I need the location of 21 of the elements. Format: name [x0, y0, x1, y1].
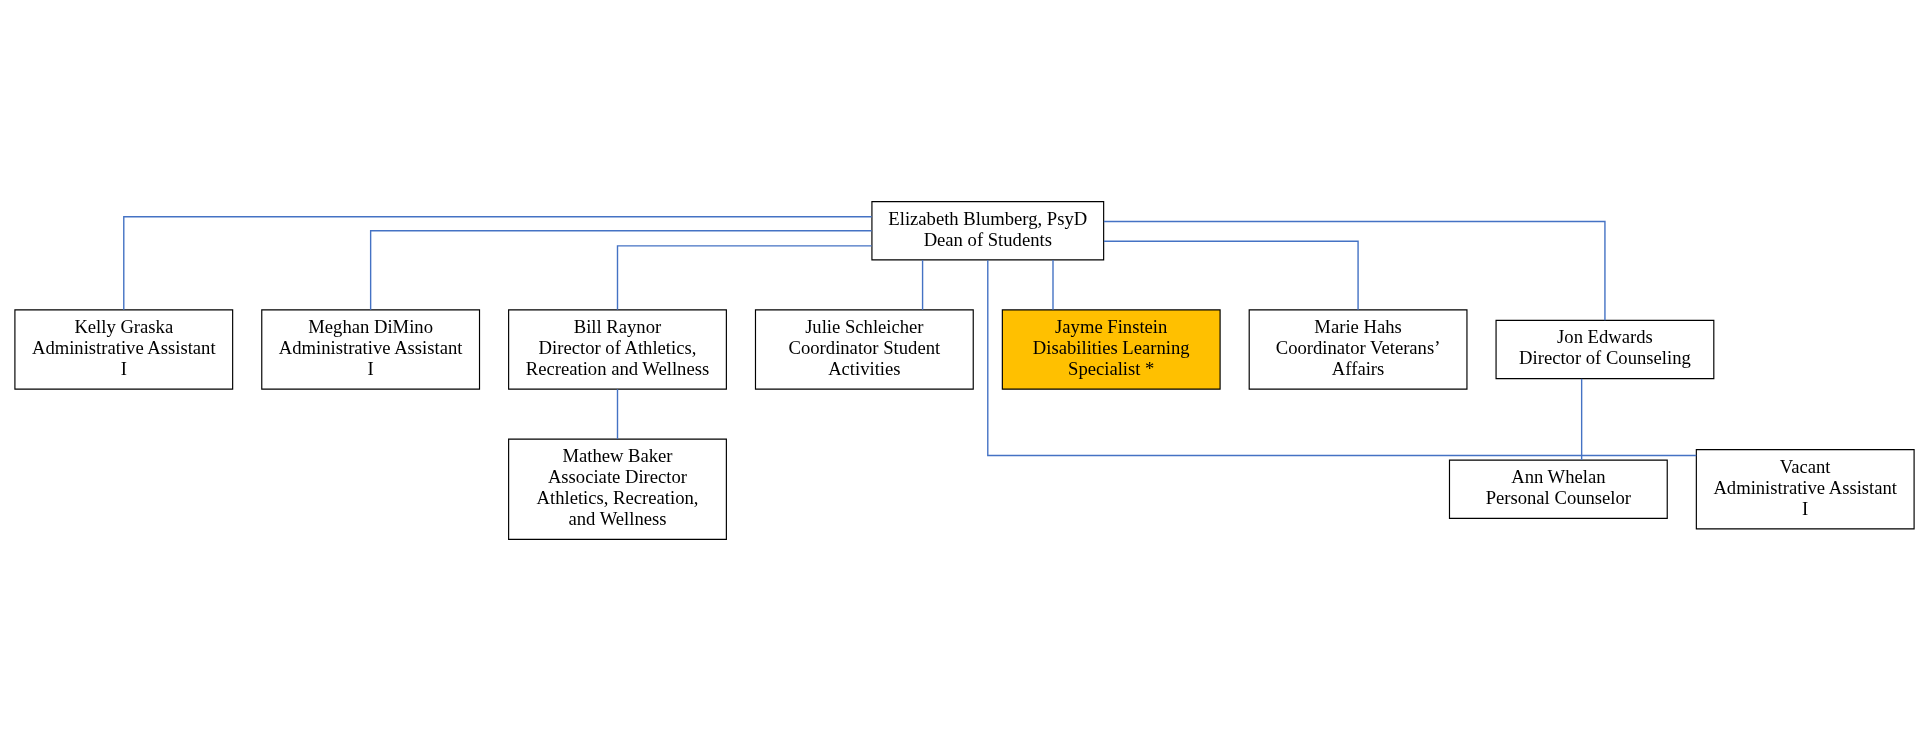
node-box: Vacant Administrative Assistant I — [1695, 448, 1915, 529]
connector — [987, 258, 1697, 456]
node-box: Marie Hahs Coordinator Veterans’ Affairs — [1248, 308, 1468, 390]
connector — [1103, 240, 1359, 311]
connector — [1580, 377, 1583, 461]
node-box: Ann Whelan Personal Counselor — [1448, 459, 1668, 519]
node-box: Jon Edwards Director of Counseling — [1495, 319, 1715, 379]
connector — [1103, 220, 1606, 321]
node-box: Mathew Baker Associate Director Athletics, Recreation, and Wellness — [508, 438, 727, 540]
connector — [369, 229, 873, 310]
node-box: Meghan DiMino Administrative Assistant I — [261, 308, 481, 390]
connector — [1052, 258, 1054, 310]
node-box: Bill Raynor Director of Athletics, Recreation and Wellness — [508, 308, 727, 390]
connector — [616, 244, 873, 310]
node-box: Elizabeth Blumberg, PsyD Dean of Students — [871, 200, 1105, 260]
node-box: Kelly Graska Administrative Assistant I — [14, 308, 234, 390]
connector — [921, 258, 924, 310]
connector — [616, 388, 619, 440]
node-box: Jayme Finstein Disabilities Learning Specialist * — [1001, 308, 1221, 390]
connector — [123, 215, 873, 310]
node-box: Julie Schleicher Coordinator Student Activities — [754, 308, 974, 390]
